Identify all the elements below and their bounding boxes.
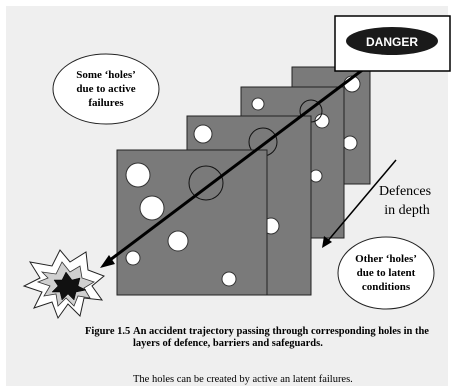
defences-direction-arrow (322, 159, 397, 248)
active-failures-bubble: Some ‘holes’ due to active failures (52, 53, 160, 125)
latent-conditions-bubble: Other ‘holes’ due to latent conditions (337, 236, 435, 310)
explosion-icon (22, 249, 105, 320)
active-bubble-line-1: Some ‘holes’ (76, 69, 136, 81)
danger-label: DANGER (366, 35, 418, 49)
latent-bubble-line-2: due to latent (357, 267, 416, 279)
defence-layer-1 (116, 149, 268, 296)
accident-trajectory-arrow (100, 54, 382, 268)
defences-in-depth-label: Defences in depth (379, 184, 431, 218)
caption-note: The holes can be created by active an la… (133, 374, 353, 385)
latent-bubble-line-1: Other ‘holes’ (355, 253, 417, 265)
danger-sign: DANGER (334, 15, 451, 72)
defences-label-line-1: Defences (379, 184, 431, 199)
caption-title: An accident trajectory passing through c… (133, 326, 429, 349)
defences-label-line-2: in depth (384, 203, 430, 218)
active-bubble-line-3: failures (88, 97, 124, 109)
active-bubble-line-2: due to active (76, 83, 135, 95)
caption-number: Figure 1.5 (85, 326, 131, 337)
latent-bubble-line-3: conditions (362, 281, 411, 293)
